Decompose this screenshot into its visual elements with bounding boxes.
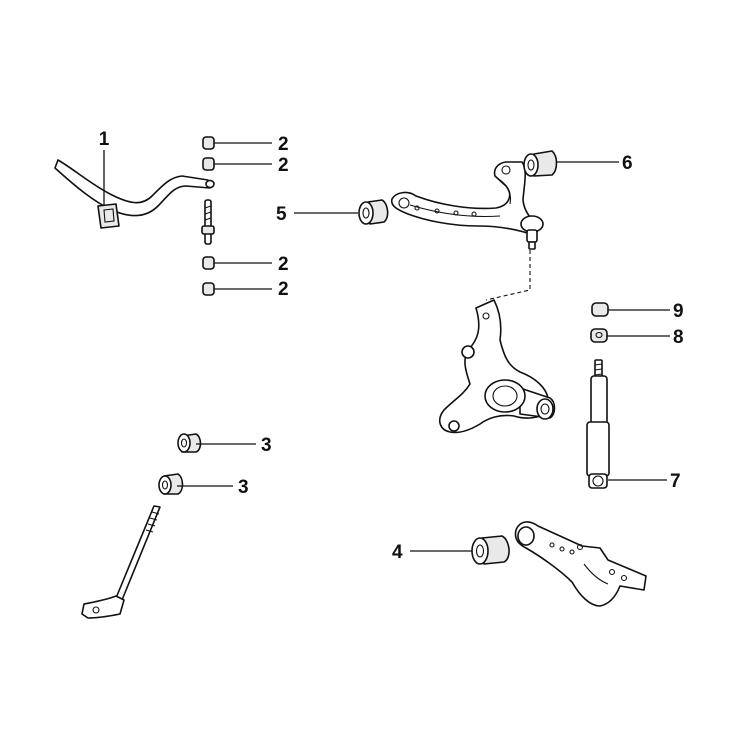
upper-arm-front-bushing (358, 199, 389, 225)
upper-control-arm (390, 161, 539, 237)
callout-9: 9 (673, 301, 684, 322)
link-bushing-2 (202, 157, 215, 171)
link-bushing-1 (202, 136, 215, 150)
callout-8: 8 (673, 327, 684, 348)
callout-6: 6 (622, 153, 633, 174)
callout-3b: 3 (238, 477, 249, 498)
upper-arm-ball-joint (520, 215, 544, 250)
stabilizer-bar (54, 159, 215, 217)
strut-bar (81, 505, 161, 619)
shock-bushing-8 (590, 328, 608, 343)
stabilizer-link (201, 199, 215, 245)
link-bushing-4 (202, 282, 215, 296)
assembly-dashed-line (485, 250, 531, 301)
callout-2b: 2 (278, 155, 289, 176)
callout-1: 1 (99, 129, 110, 150)
callout-4: 4 (392, 542, 403, 563)
callout-labels: 1 2 2 2 2 3 3 4 5 6 7 8 9 (99, 129, 684, 563)
lower-control-arm (514, 521, 647, 607)
upper-arm-rear-bushing (523, 150, 558, 177)
steering-knuckle (438, 299, 556, 434)
stabilizer-bushing (97, 203, 120, 229)
leader-lines (103, 142, 670, 552)
callout-2d: 2 (278, 279, 289, 300)
callout-5: 5 (276, 204, 287, 225)
callout-2a: 2 (278, 134, 289, 155)
lower-arm-bushing (471, 535, 510, 565)
shock-bushing-9 (591, 302, 609, 317)
link-bushing-3 (202, 256, 215, 270)
shock-absorber (586, 359, 610, 489)
strut-bar-bushing-upper (177, 433, 202, 453)
callout-7: 7 (670, 471, 681, 492)
strut-bar-bushing-lower (158, 473, 184, 495)
callout-2c: 2 (278, 254, 289, 275)
callout-3a: 3 (261, 435, 272, 456)
